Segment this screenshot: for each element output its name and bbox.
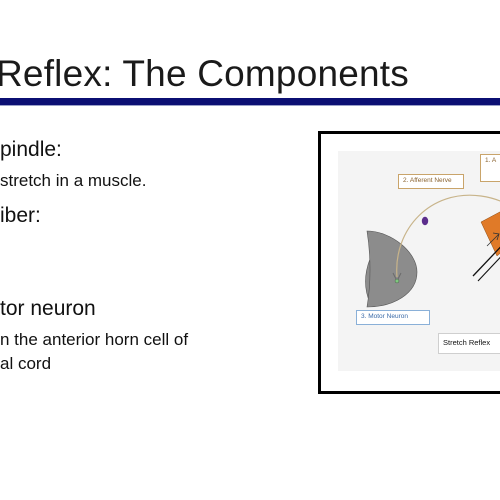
diagram-artwork <box>365 194 500 308</box>
synapse-dot <box>394 278 400 284</box>
bullet-muscle-spindle: pindle: <box>0 138 62 161</box>
slide-title: Reflex: The Components <box>0 53 409 94</box>
bullet-afferent-fiber: iber: <box>0 204 41 227</box>
muscle-line-2 <box>477 256 500 282</box>
muscle-tissue <box>480 211 500 257</box>
title-rule <box>0 98 500 106</box>
bullet-motor-neuron: tor neuron <box>0 297 96 320</box>
spinal-cord-shape <box>366 230 418 308</box>
bullet-motor-neuron-detail-line1: n the anterior horn cell of <box>0 330 189 349</box>
tendon-arrow <box>486 232 500 247</box>
label-afferent-nerve: 2. Afferent Nerve <box>398 174 464 189</box>
label-receptor: 1. A <box>480 154 500 182</box>
label-stretch-reflex: Stretch Reflex <box>438 333 500 354</box>
bullet-motor-neuron-detail-line2: al cord <box>0 354 52 373</box>
bullet-muscle-spindle-detail: stretch in a muscle. <box>0 171 147 190</box>
receptor-dot <box>421 216 429 226</box>
label-motor-neuron: 3. Motor Neuron <box>356 310 430 325</box>
reflex-diagram: 1. A 2. Afferent Nerve 3. Motor Neuron S… <box>318 131 500 394</box>
afferent-nerve-path <box>396 194 500 278</box>
muscle-line-1 <box>472 246 500 277</box>
